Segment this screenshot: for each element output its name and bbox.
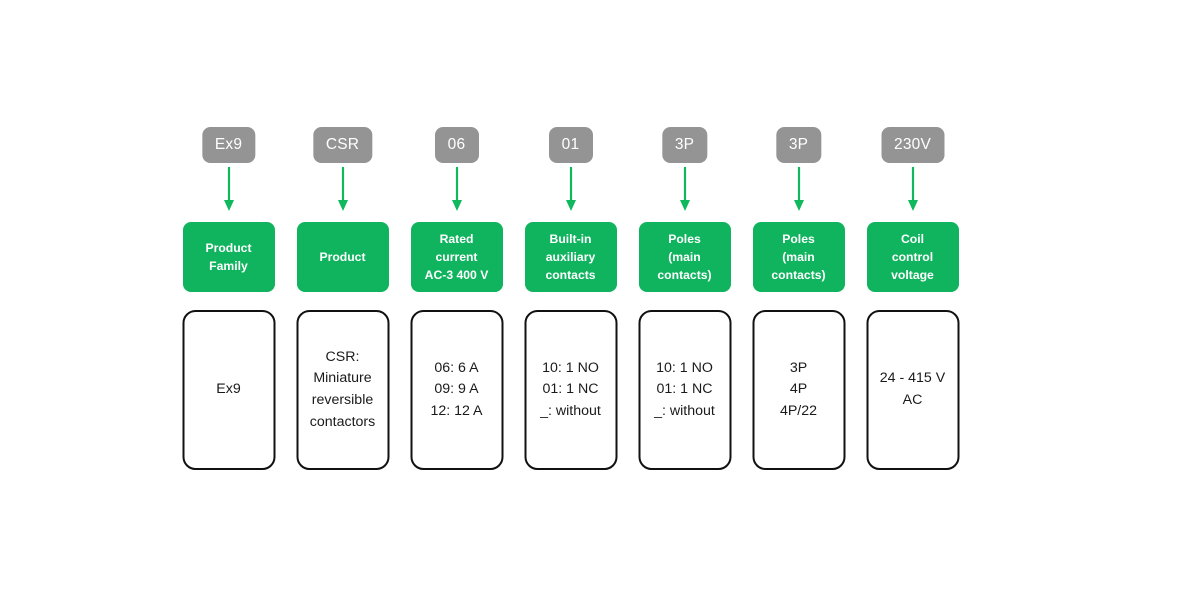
arrow-down-icon <box>335 167 351 213</box>
code-badge[interactable]: 01 <box>548 127 593 163</box>
arrow-down-icon <box>563 167 579 213</box>
code-badge[interactable]: 06 <box>434 127 479 163</box>
code-badge[interactable]: 3P <box>775 127 822 163</box>
arrow-down-icon <box>449 167 465 213</box>
code-badge[interactable]: Ex9 <box>201 127 256 163</box>
arrow-down-icon <box>221 167 237 213</box>
arrow-down-icon <box>677 167 693 213</box>
code-badge[interactable]: 3P <box>661 127 708 163</box>
arrow-down-icon <box>905 167 921 213</box>
arrow-down-icon <box>791 167 807 213</box>
code-badge[interactable]: CSR <box>312 127 373 163</box>
field-label-text: Product <box>319 249 366 264</box>
field-options-box: Ex9 <box>182 310 275 470</box>
code-badge[interactable]: 230V <box>881 127 944 163</box>
field-label-box: Product <box>296 222 389 292</box>
field-options-text: Ex9 <box>216 381 241 398</box>
